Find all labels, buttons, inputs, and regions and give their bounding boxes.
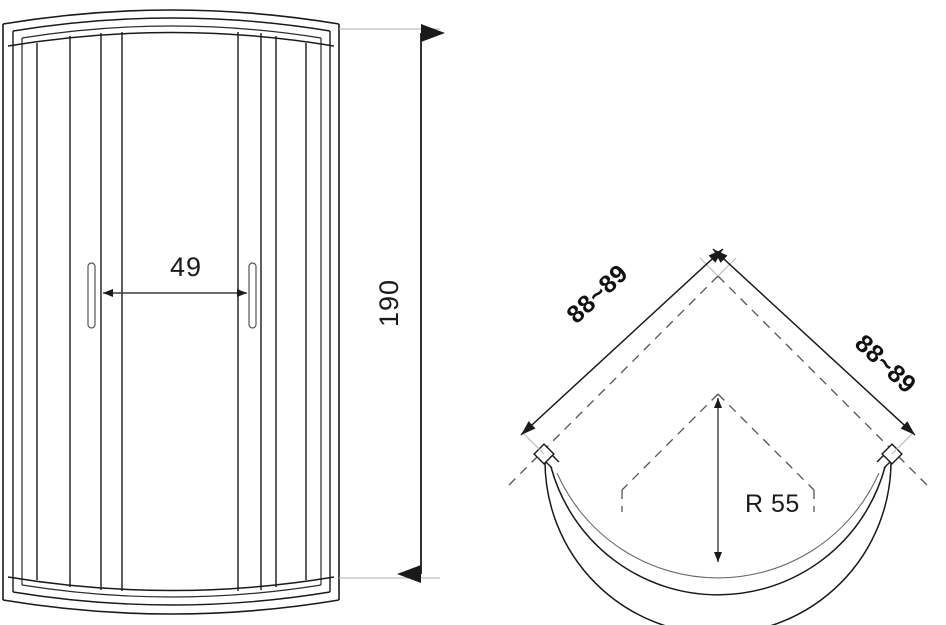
dashed-inner-right xyxy=(717,393,815,491)
dimension-line-left xyxy=(520,248,724,436)
dimension-side-left: 88~89 xyxy=(520,248,724,436)
front-elevation-view: 49 190 xyxy=(2,9,445,615)
dimension-radius: R 55 xyxy=(714,398,800,562)
enclosure-frame-inner-line xyxy=(12,17,331,606)
dashed-outer-left xyxy=(537,275,719,457)
arc-inner xyxy=(544,460,892,625)
enclosure-rails xyxy=(7,31,335,592)
dimension-line-right xyxy=(712,248,916,436)
enclosure-glazing-reveal xyxy=(21,25,322,598)
dashed-outer-right-ext xyxy=(897,455,929,487)
enclosure-outer-shell xyxy=(2,9,340,615)
dimension-label-side-right: 88~89 xyxy=(849,329,921,399)
dimension-door-opening: 49 xyxy=(103,252,247,297)
dimension-label-49: 49 xyxy=(170,252,202,282)
door-handles xyxy=(87,262,257,329)
dimension-label-190: 190 xyxy=(374,279,404,327)
dimension-label-side-left: 88~89 xyxy=(561,259,633,329)
door-handle-left-icon xyxy=(87,262,96,329)
dimension-label-radius: R 55 xyxy=(745,490,800,518)
quarter-round-arc xyxy=(544,460,892,625)
top-plan-view: 88~89 88~89 R 55 xyxy=(507,248,929,625)
plan-ext-right xyxy=(891,431,915,455)
dashed-inner-left xyxy=(621,393,719,491)
plan-ext-left xyxy=(521,431,545,455)
dimension-side-right: 88~89 xyxy=(712,248,922,436)
dashed-outer-left-ext xyxy=(507,455,539,487)
glass-panels xyxy=(36,32,307,591)
dimension-enclosure-height: 190 xyxy=(374,24,445,583)
arc-middle xyxy=(550,466,886,596)
arc-outer xyxy=(556,472,880,579)
door-handle-right-icon xyxy=(248,262,257,329)
